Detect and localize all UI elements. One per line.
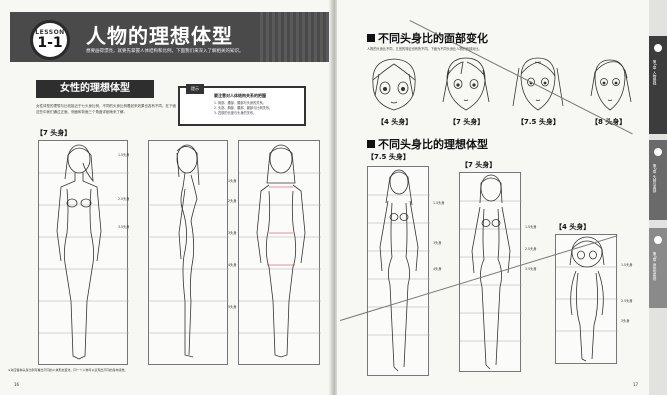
figure-7-5-head	[367, 166, 430, 376]
face-section-subtitle: 人物的头身比不同，五官的特征也有所不同。下面为不同头身比人物的面部对比。	[367, 47, 482, 51]
proportion-tag: 【4 头身】	[555, 223, 591, 231]
side-view-figure	[148, 140, 229, 365]
measure-label: 2.5头身	[118, 197, 130, 201]
chapter-dot-icon	[652, 42, 664, 54]
face-drawing	[372, 58, 416, 111]
page-number-left: 16	[14, 382, 20, 387]
face-drawing	[512, 57, 564, 111]
face-7-head	[437, 56, 495, 112]
front-figure-drawing	[39, 144, 129, 360]
body-figure-drawing	[556, 236, 618, 362]
chapter-dot-icon	[652, 234, 664, 246]
face-drawing	[442, 57, 490, 111]
proportion-tag: 【7 头身】	[36, 129, 72, 137]
tip-line: 2. 头部、胸部、腰部、腿部与比例关系。	[214, 106, 273, 110]
tip-line: 1. 肩部、腰部、膝部与头身的关系。	[214, 101, 266, 105]
face-label: 【7 头身】	[449, 118, 485, 126]
tip-line: 3. 四肢的长度与头身的关系。	[214, 111, 257, 115]
measure-label: 1.5头身	[433, 201, 445, 205]
face-label: 【7.5 头身】	[517, 118, 560, 126]
measure-label: 4头身	[228, 263, 237, 267]
figure-caption: ※对应各种头身比例可看出不同的人体形态变化，同一个人物可以表现出不同的身材感觉。	[8, 368, 128, 372]
tip-heading: 要注意对人体结构关系的把握	[214, 93, 266, 98]
measure-label: 1.5头身	[525, 225, 537, 229]
front-view-figure	[38, 140, 129, 365]
lesson-word: LESSON	[35, 29, 65, 36]
face-section-title: 不同头身比的面部变化	[367, 30, 488, 46]
measure-label: 4头身	[433, 267, 442, 271]
body-section-title: 不同头身比的理想体型	[367, 136, 488, 152]
face-drawing	[590, 59, 632, 111]
measure-label: 3头身	[228, 231, 237, 235]
measure-label: 3头身	[621, 319, 630, 323]
chapter-tab-label: 第2章 头部与面部	[653, 164, 657, 193]
body-figure-drawing	[368, 169, 430, 372]
side-figure-drawing	[149, 144, 229, 358]
face-8-head	[581, 56, 639, 112]
measure-label: 3头身	[433, 241, 442, 245]
figure-4-head	[555, 234, 618, 364]
tip-tag: 提示	[186, 84, 204, 94]
page-number-right: 17	[633, 382, 639, 387]
back-view-figure	[238, 140, 321, 365]
chapter-dot-icon	[652, 146, 664, 158]
measure-label: 3.5头身	[525, 267, 537, 271]
measure-label: 2头身	[228, 199, 237, 203]
measure-label: 3.5头身	[118, 225, 130, 229]
right-page: 不同头身比的面部变化 人物的头身比不同，五官的特征也有所不同。下面为不同头身比人…	[337, 0, 649, 395]
lesson-number: 1-1	[37, 35, 63, 51]
measure-label: 1.5头身	[621, 263, 633, 267]
header-subtitle: 想要画得漂亮，就要先掌握人体结构和比例，下面我们来深入了解相关的知识。	[86, 49, 244, 54]
figure-7-head	[459, 172, 522, 372]
chapter-tab-2[interactable]: 第2章 头部与面部	[649, 140, 667, 220]
measure-label: 1.5头身	[118, 153, 130, 157]
chapter-tab-label: 第3章 身体的表现	[653, 252, 657, 281]
face-label: 【4 头身】	[377, 118, 413, 126]
face-4-head	[365, 56, 423, 112]
proportion-tag: 【7 头身】	[461, 161, 497, 169]
face-7-5-head	[509, 56, 567, 112]
lesson-badge: LESSON 1-1	[30, 20, 70, 60]
proportion-tag: 【7.5 头身】	[367, 153, 410, 161]
page-title: 人物的理想体型	[86, 24, 233, 48]
measure-label: 2.5头身	[621, 299, 633, 303]
left-page: LESSON 1-1 人物的理想体型 想要画得漂亮，就要先掌握人体结构和比例，下…	[0, 0, 333, 395]
back-figure-drawing	[239, 144, 321, 358]
measure-label: 1头身	[228, 179, 237, 183]
measure-label: 2.5头身	[525, 247, 537, 251]
chapter-tab-1[interactable]: 第1章 人物基础	[649, 36, 667, 134]
intro-text: 女性体型的理想与比较接近于七头身比例，不同的头身比例看起来效果也各有不同。在下面…	[36, 104, 176, 114]
tip-box: 提示 要注意对人体结构关系的把握 1. 肩部、腰部、膝部与头身的关系。 2. 头…	[178, 84, 306, 126]
section-title: 女性的理想体型	[36, 80, 154, 98]
tip-lines: 1. 肩部、腰部、膝部与头身的关系。 2. 头部、胸部、腰部、腿部与比例关系。 …	[214, 101, 272, 116]
chapter-tab-label: 第1章 人物基础	[653, 60, 657, 86]
chapter-tab-3[interactable]: 第3章 身体的表现	[649, 228, 667, 308]
body-figure-drawing	[460, 174, 522, 370]
measure-label: 5头身	[228, 305, 237, 309]
